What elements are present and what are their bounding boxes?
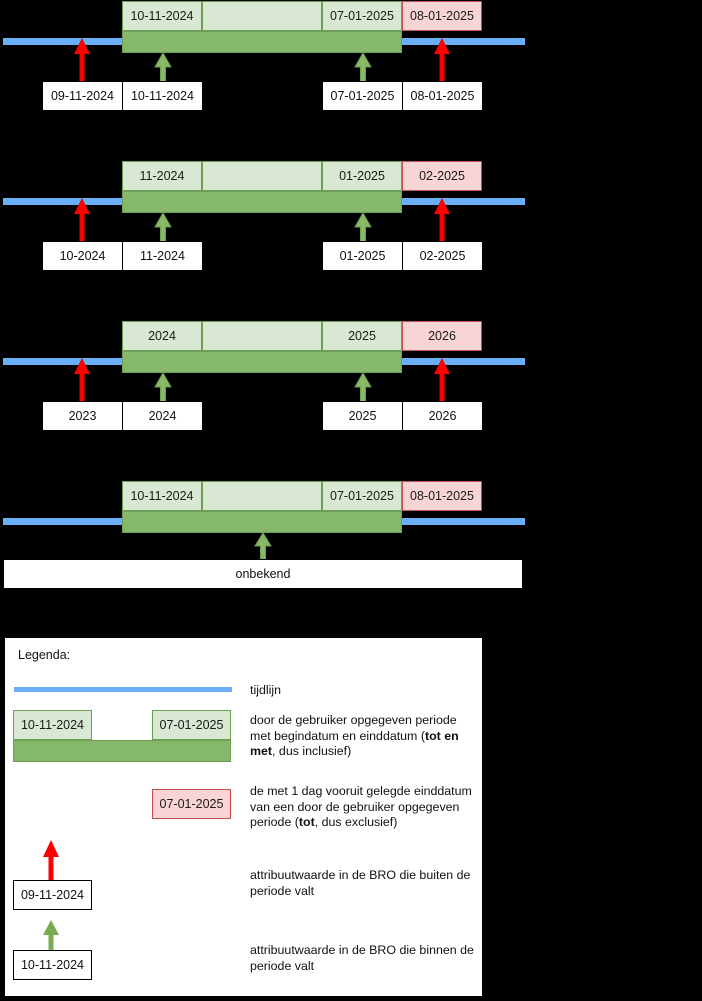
period-end-cell: 01-2025 [322, 161, 402, 191]
outside-arrow-up-red [434, 358, 450, 402]
outside-arrow-up-red [434, 38, 450, 82]
attribute-label-box: 09-11-2024 [42, 81, 123, 111]
period-middle-cell [202, 1, 322, 31]
attribute-label-box: 08-01-2025 [402, 81, 483, 111]
legend-timeline-sample [14, 687, 232, 692]
legend-description: attribuutwaarde in de BRO die buiten de … [250, 868, 471, 898]
period-bar [122, 31, 402, 53]
attribute-label-box: 2023 [42, 401, 123, 431]
outside-arrow-up-red [43, 840, 59, 882]
attribute-label-box: onbekend [3, 559, 523, 589]
legend-description: door de gebruiker opgegeven periode met … [250, 713, 478, 760]
legend-period-start-cell: 10-11-2024 [13, 710, 92, 740]
attribute-label-box: 10-11-2024 [122, 81, 203, 111]
legend-panel [4, 637, 483, 997]
period-middle-cell [202, 481, 322, 511]
period-start-cell: 10-11-2024 [122, 481, 202, 511]
legend-title: Legenda: [18, 648, 71, 662]
attribute-label-box: 02-2025 [402, 241, 483, 271]
attribute-label-box: 07-01-2025 [322, 81, 403, 111]
legend-desc-part-bold: tot [298, 815, 315, 829]
inside-arrow-up-green [254, 533, 272, 559]
period-bar [122, 511, 402, 533]
legend-description: de met 1 dag vooruit gelegde einddatum v… [250, 784, 478, 831]
inside-arrow-up-green [354, 53, 372, 82]
legend-period-bar [13, 740, 231, 762]
outside-arrow-up-red [74, 358, 90, 402]
attribute-label-box: 01-2025 [322, 241, 403, 271]
legend-exclusive-end-cell: 07-01-2025 [152, 789, 231, 819]
period-end-cell: 2025 [322, 321, 402, 351]
inside-arrow-up-green [354, 373, 372, 402]
timeline-group-day-precision: 10-11-2024 07-01-2025 08-01-2025 09-11-2… [0, 0, 702, 120]
period-start-cell: 10-11-2024 [122, 1, 202, 31]
period-bar [122, 351, 402, 373]
outside-arrow-up-red [74, 38, 90, 82]
attribute-label-box: 2025 [322, 401, 403, 431]
attribute-label-box: 2024 [122, 401, 203, 431]
inside-arrow-up-green [154, 53, 172, 82]
period-end-cell: 07-01-2025 [322, 1, 402, 31]
legend-desc-part-bold: tot en met [250, 728, 459, 759]
attribute-label-box: 2026 [402, 401, 483, 431]
exclusive-end-cell: 2026 [402, 321, 482, 351]
legend-description: tijdlijn [250, 683, 281, 697]
inside-arrow-up-green [154, 213, 172, 242]
legend-desc-part: , dus inclusief) [272, 744, 352, 758]
inside-arrow-up-green [43, 920, 59, 952]
outside-arrow-up-red [434, 198, 450, 242]
legend-outside-label-box: 09-11-2024 [13, 880, 92, 910]
legend-description: attribuutwaarde in de BRO die binnen de … [250, 943, 474, 973]
exclusive-end-cell: 08-01-2025 [402, 481, 482, 511]
period-middle-cell [202, 161, 322, 191]
inside-arrow-up-green [354, 213, 372, 242]
legend-desc-part: , dus exclusief) [314, 815, 398, 829]
legend-desc-part: door de gebruiker opgegeven periode met … [250, 713, 457, 743]
exclusive-end-cell: 02-2025 [402, 161, 482, 191]
period-bar [122, 191, 402, 213]
period-end-cell: 07-01-2025 [322, 481, 402, 511]
timeline-group-unknown-precision: 10-11-2024 07-01-2025 08-01-2025 onbeken… [0, 480, 702, 595]
attribute-label-box: 11-2024 [122, 241, 203, 271]
legend-desc-part: de met 1 dag vooruit gelegde einddatum v… [250, 784, 472, 829]
attribute-label-box: 10-2024 [42, 241, 123, 271]
period-start-cell: 11-2024 [122, 161, 202, 191]
inside-arrow-up-green [154, 373, 172, 402]
timeline-group-year-precision: 2024 2025 2026 2023 2024 2025 2026 [0, 320, 702, 440]
outside-arrow-up-red [74, 198, 90, 242]
exclusive-end-cell: 08-01-2025 [402, 1, 482, 31]
period-start-cell: 2024 [122, 321, 202, 351]
legend-period-end-cell: 07-01-2025 [152, 710, 231, 740]
period-middle-cell [202, 321, 322, 351]
legend-inside-label-box: 10-11-2024 [13, 950, 92, 980]
timeline-group-month-precision: 11-2024 01-2025 02-2025 10-2024 11-2024 … [0, 160, 702, 280]
